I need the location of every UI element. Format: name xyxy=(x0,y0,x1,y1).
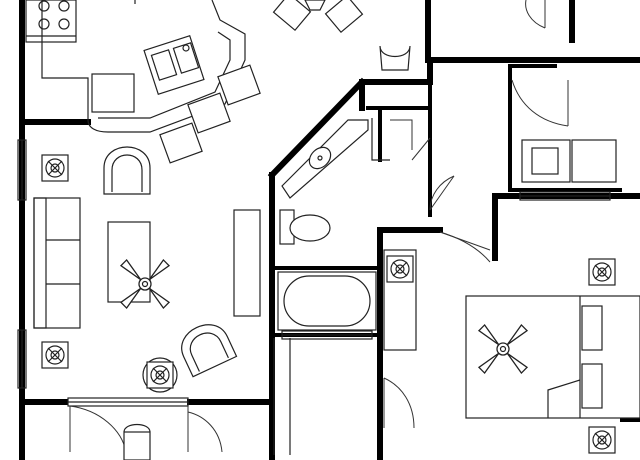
bedroom xyxy=(383,249,640,454)
bar-stools xyxy=(159,64,261,164)
doors xyxy=(273,0,569,455)
living-room xyxy=(33,146,261,393)
kitchen xyxy=(25,0,246,133)
entry xyxy=(69,405,223,460)
windows xyxy=(17,139,611,407)
laundry xyxy=(521,139,617,183)
bathroom xyxy=(277,45,413,331)
dining-chairs xyxy=(272,0,364,34)
